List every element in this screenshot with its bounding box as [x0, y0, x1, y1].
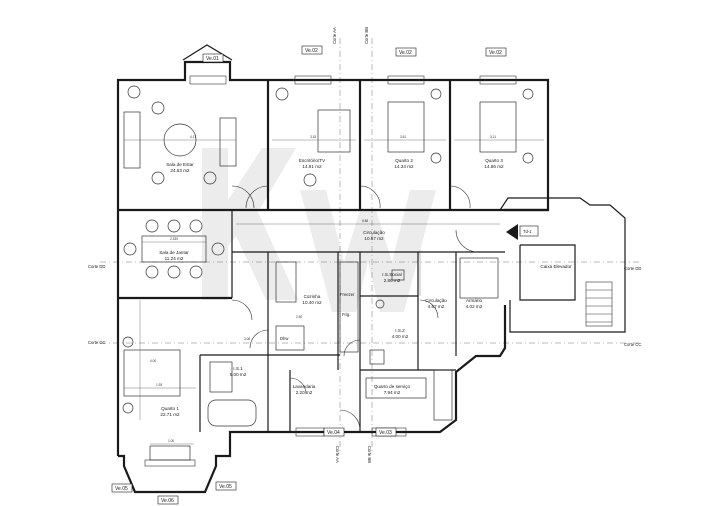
room-area: 4.67 m2 — [428, 304, 445, 309]
dimension-label: 8.88 — [362, 219, 368, 223]
fixture-labels: Frig. Freezer Dhw — [280, 292, 355, 341]
window-tag-label: Ve.06 — [161, 498, 174, 504]
windows — [144, 75, 517, 467]
room-name: Armário — [466, 298, 483, 303]
window-tag-label: Ve.05 — [115, 486, 128, 492]
room-area: 22.71 m2 — [160, 412, 180, 417]
dimension-label: 3.61 — [400, 135, 406, 139]
window-tag: Ve.01 — [202, 53, 224, 63]
exterior-walls — [116, 44, 626, 494]
room-area: 11.24 m2 — [165, 256, 184, 261]
section-lines — [100, 38, 640, 452]
window-tag: Ve.03 — [375, 427, 397, 437]
window-tag: Ve.02 — [395, 47, 417, 57]
dimension-label: 3.11 — [490, 135, 496, 139]
section-label: Corte DD — [88, 264, 105, 269]
room-name: Quarto 2 — [395, 158, 413, 163]
interior-walls — [118, 80, 548, 432]
room-area: 7.94 m2 — [384, 390, 401, 395]
room-name: Quarto de serviço — [374, 384, 411, 389]
dimension-label: 4.17 — [190, 135, 196, 139]
room-area: 14.34 m2 — [394, 164, 414, 169]
room-name: Circulação — [363, 230, 385, 235]
dimension-label: 4.00 — [150, 359, 156, 363]
section-label: Corte DD — [624, 266, 641, 271]
room-area: 10.40 m2 — [302, 300, 322, 305]
section-label: Corte BB — [367, 446, 372, 463]
dining-room-furniture — [123, 219, 225, 279]
window-tag-label: Ve.03 — [379, 430, 392, 436]
door-tag: Td-1 — [506, 224, 539, 240]
room-area: 10.57 m2 — [364, 236, 384, 241]
room-area: 14.86 m2 — [484, 164, 504, 169]
dimension-label: 1.00 — [168, 439, 174, 443]
dimension-label: 3.06 — [244, 337, 250, 341]
window-tag: Ve.06 — [157, 495, 179, 505]
room-name: Sala de Estar — [166, 162, 194, 167]
kitchen-fixtures — [207, 257, 499, 427]
room-name: Quarto 1 — [161, 406, 179, 411]
dimension-lines — [124, 139, 544, 445]
section-markers: Corte AA Corte BB Corte AA Corte BB Cort… — [88, 27, 641, 463]
room-area: 4.00 m2 — [392, 334, 409, 339]
dimension-labels: 4.17 3.15 3.61 3.11 8.88 2.330 4.00 1.93… — [150, 135, 496, 443]
window-tag-label: Ve.02 — [399, 50, 412, 56]
window-tag-label: Ve.05 — [219, 484, 232, 490]
door-tag-label: Td-1 — [523, 229, 532, 234]
room-name: Escritório/TV — [299, 158, 326, 163]
section-label: Corte CC — [624, 342, 641, 347]
room-area: 2.86 m2 — [384, 278, 401, 283]
room-name: Quarto 3 — [485, 158, 503, 163]
window-tag-label: Ve.02 — [489, 50, 502, 56]
window-tag: Ve.02 — [485, 47, 507, 57]
dishwasher-label: Dhw — [280, 336, 289, 341]
section-label: Corte CC — [88, 340, 105, 345]
stairs — [585, 281, 613, 327]
window-tag: Ve.04 — [323, 427, 345, 437]
room-name: Circulação — [425, 298, 447, 303]
room-area: 14.91 m2 — [302, 164, 322, 169]
room-name: I.S.1 — [233, 366, 243, 371]
section-label: Corte BB — [364, 27, 369, 44]
fridge-label: Frig. — [342, 312, 350, 317]
section-label: Corte AA — [335, 446, 340, 463]
window-tag: Ve.02 — [301, 45, 323, 55]
window-tag: Ve.05 — [111, 483, 133, 493]
room-name: Lavandaria — [293, 384, 316, 389]
room-labels: Sala de Estar 24.53 m2 Escritório/TV 14.… — [159, 158, 572, 417]
room-name: I.S.Social — [382, 272, 401, 277]
freezer-label: Freezer — [340, 292, 355, 297]
section-label: Corte AA — [332, 27, 337, 44]
room-area: 24.53 m2 — [170, 168, 190, 173]
window-tag-label: Ve.04 — [327, 430, 340, 436]
door-swings — [231, 185, 479, 431]
room-area: 5.00 m2 — [230, 372, 247, 377]
dimension-label: 3.15 — [310, 135, 316, 139]
bedroom-furniture — [122, 87, 534, 461]
watermark-logo — [202, 148, 436, 312]
dimension-label: 2.330 — [170, 237, 178, 241]
room-name: Caixa Elevador — [540, 264, 572, 269]
room-area: 2.20 m2 — [296, 390, 313, 395]
dimension-label: 2.50 — [296, 315, 302, 319]
dimension-label: 1.93 — [156, 383, 162, 387]
room-name: Sala de Jantar — [159, 250, 189, 255]
window-tag-label: Ve.02 — [305, 48, 318, 54]
room-area: 4.02 m2 — [466, 304, 483, 309]
room-name: I.S.2 — [395, 328, 405, 333]
window-tag: Ve.05 — [215, 481, 237, 491]
room-name: Cozinha — [304, 294, 321, 299]
window-tag-label: Ve.01 — [206, 56, 219, 62]
